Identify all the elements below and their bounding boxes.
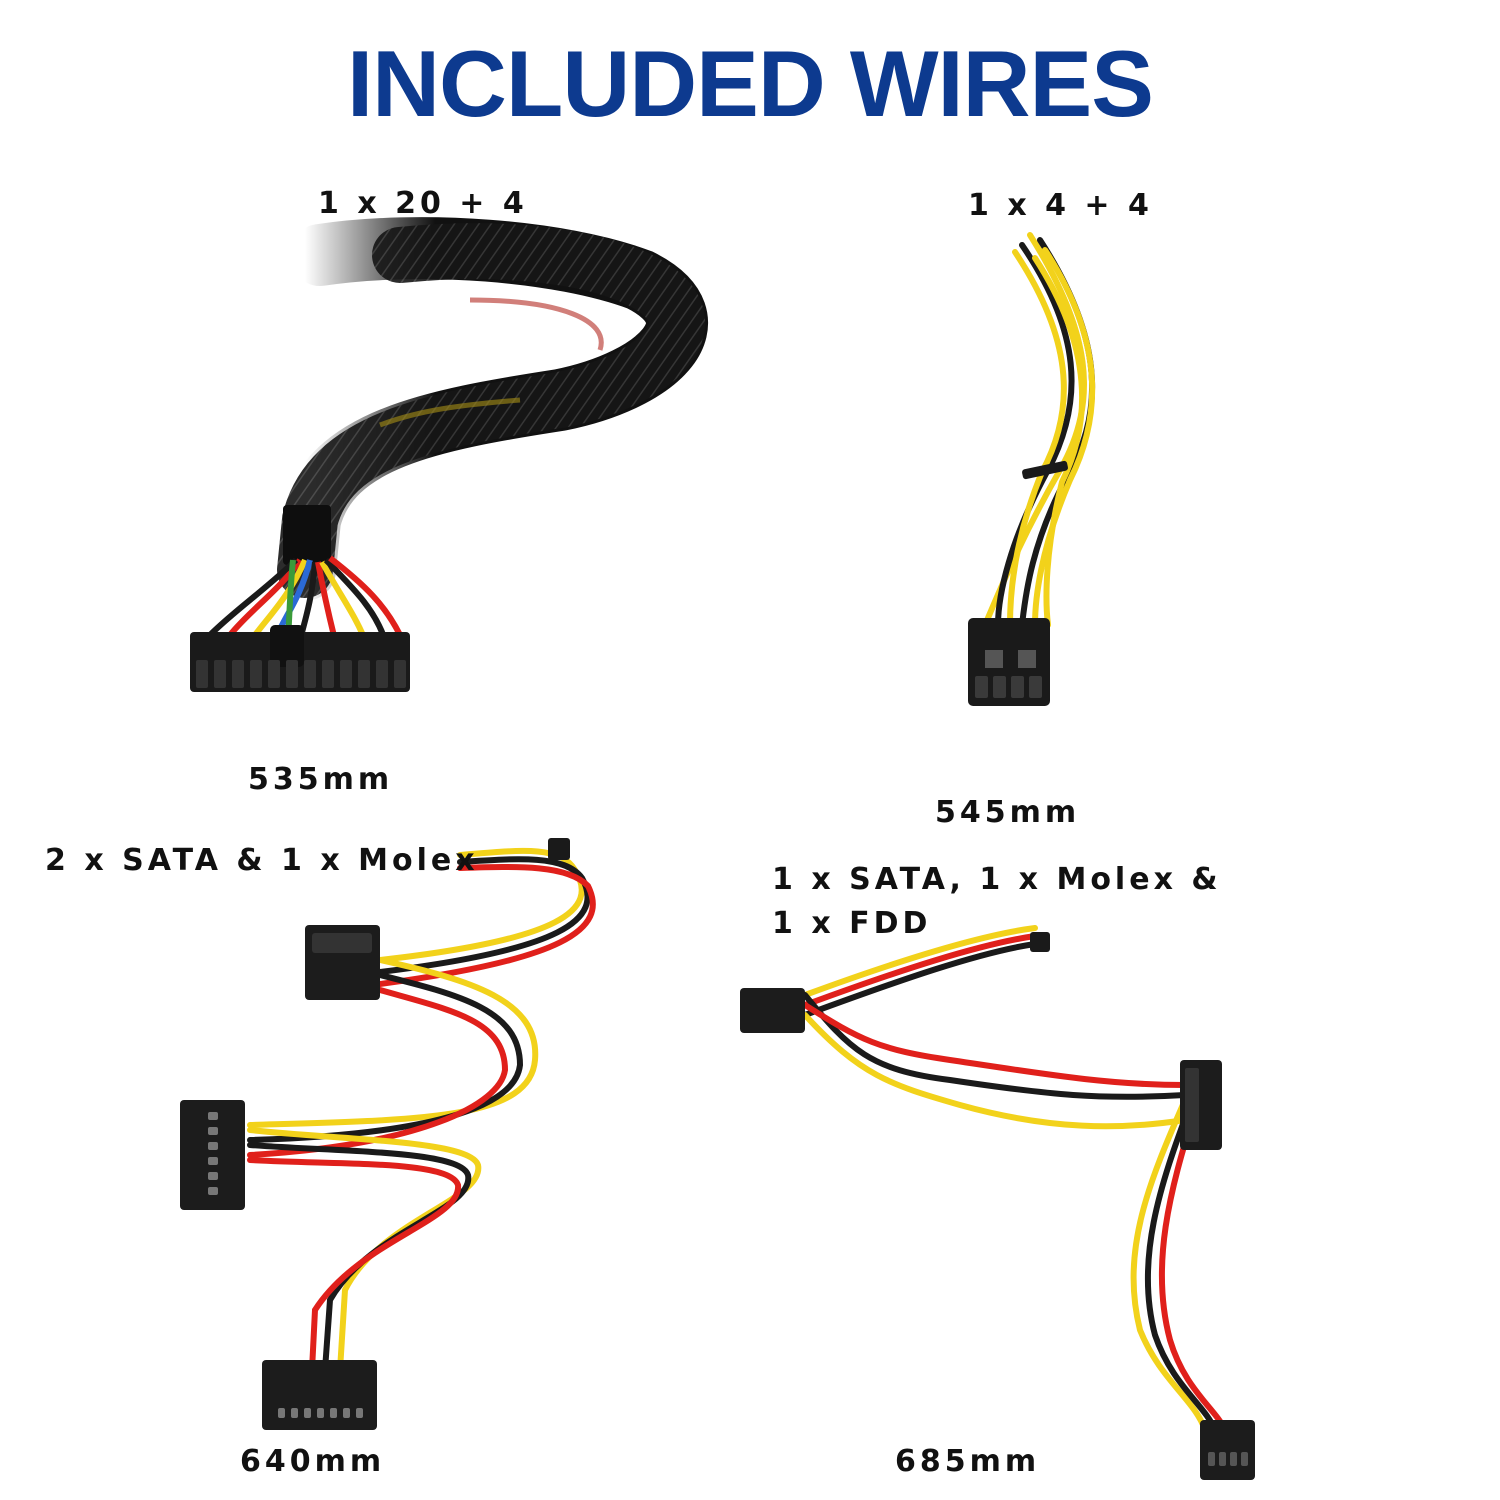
eps-8pin-cable-image [968,232,1096,706]
sata-molex-cable-image [180,838,596,1430]
cable-length-sata-molex-fdd: 685mm [895,1444,1041,1479]
cable-label-eps: 1 x 4 + 4 [968,188,1153,223]
cable-label-atx: 1 x 20 + 4 [318,186,528,221]
cable-label-sata-molex: 2 x SATA & 1 x Molex [45,843,479,878]
atx-24pin-cable-image [190,217,708,692]
cable-length-eps: 545mm [935,795,1081,830]
cable-label-sata-molex-fdd: 1 x SATA, 1 x Molex & 1 x FDD [772,862,1222,941]
page-title: INCLUDED WIRES [347,31,1154,136]
cable-length-atx: 535mm [248,762,394,797]
sata-molex-fdd-cable-image [740,925,1255,1480]
cable-length-sata-molex: 640mm [240,1444,386,1479]
